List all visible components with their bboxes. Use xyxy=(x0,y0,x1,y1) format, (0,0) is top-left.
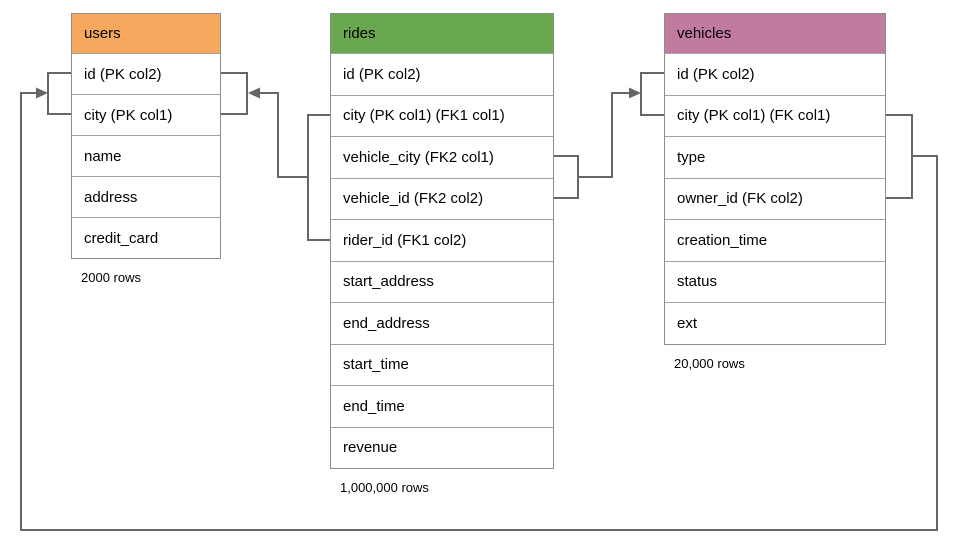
arrowhead-right-icon xyxy=(36,87,48,99)
column-row: vehicle_id (FK2 col2) xyxy=(331,177,553,219)
column-row: city (PK col1) xyxy=(72,94,220,135)
rides-fk1-bracket xyxy=(307,114,330,241)
relationship-rides-users xyxy=(221,72,330,241)
column-row: start_address xyxy=(331,260,553,302)
column-row: id (PK col2) xyxy=(665,53,885,95)
column-row: vehicle_city (FK2 col1) xyxy=(331,136,553,178)
table-rides-box: rides id (PK col2) city (PK col1) (FK1 c… xyxy=(330,13,554,469)
table-users-box: users id (PK col2) city (PK col1) name a… xyxy=(71,13,221,259)
column-row: name xyxy=(72,135,220,176)
column-row: end_address xyxy=(331,302,553,344)
table-vehicles: vehicles id (PK col2) city (PK col1) (FK… xyxy=(664,13,886,371)
column-row: credit_card xyxy=(72,217,220,258)
row-count-label: 1,000,000 rows xyxy=(340,480,429,495)
relationship-vehicles-users xyxy=(20,72,938,531)
users-pk-bracket-right xyxy=(221,72,248,115)
table-users: users id (PK col2) city (PK col1) name a… xyxy=(71,13,221,285)
table-vehicles-box: vehicles id (PK col2) city (PK col1) (FK… xyxy=(664,13,886,345)
vehicles-fk-bracket xyxy=(886,114,913,199)
table-rides: rides id (PK col2) city (PK col1) (FK1 c… xyxy=(330,13,554,495)
column-row: id (PK col2) xyxy=(331,53,553,95)
column-row: rider_id (FK1 col2) xyxy=(331,219,553,261)
column-row: owner_id (FK col2) xyxy=(665,177,885,219)
table-rides-header: rides xyxy=(331,14,553,53)
row-count-label: 20,000 rows xyxy=(674,355,745,371)
vehicles-users-connector-line xyxy=(20,92,938,531)
column-row: id (PK col2) xyxy=(72,53,220,94)
column-row: city (PK col1) (FK col1) xyxy=(665,94,885,136)
relationship-rides-vehicles xyxy=(554,72,664,199)
rides-vehicles-connector-line xyxy=(578,92,630,178)
rides-fk2-bracket xyxy=(554,155,579,199)
column-row: ext xyxy=(665,302,885,344)
column-row: start_time xyxy=(331,343,553,385)
table-vehicles-header: vehicles xyxy=(665,14,885,53)
column-row: status xyxy=(665,260,885,302)
arrowhead-right-icon xyxy=(629,87,641,99)
column-row: type xyxy=(665,136,885,178)
column-row: revenue xyxy=(331,426,553,468)
rides-users-connector-line xyxy=(259,92,308,178)
column-row: creation_time xyxy=(665,219,885,261)
arrowhead-left-icon xyxy=(248,87,260,99)
column-row: address xyxy=(72,176,220,217)
column-row: city (PK col1) (FK1 col1) xyxy=(331,94,553,136)
table-users-header: users xyxy=(72,14,220,53)
vehicles-pk-bracket-left xyxy=(640,72,664,116)
column-row: end_time xyxy=(331,385,553,427)
users-pk-bracket-left xyxy=(47,72,71,115)
row-count-label: 2000 rows xyxy=(81,270,141,285)
